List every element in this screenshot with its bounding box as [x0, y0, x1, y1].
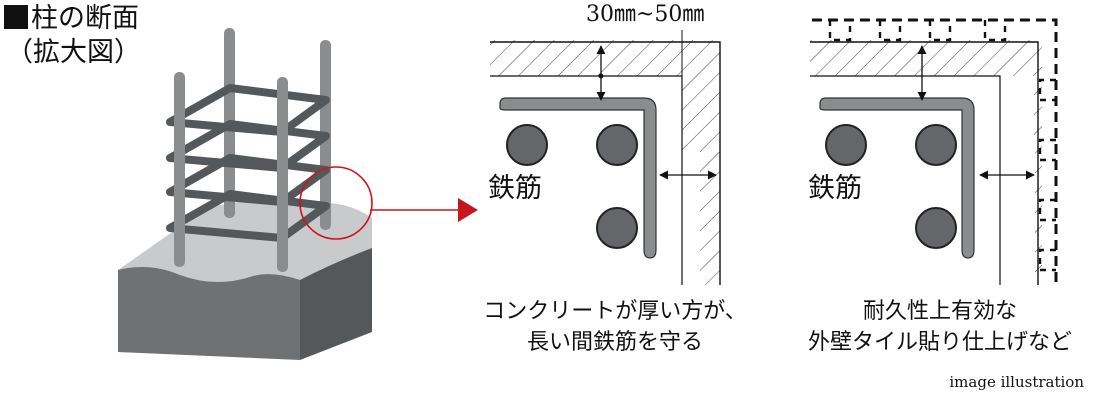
rebar-section	[506, 124, 638, 249]
rebar-vertical	[277, 77, 288, 272]
rebar-ties	[166, 84, 330, 242]
rebar-tie	[166, 120, 330, 172]
footer-note: image illustration	[949, 373, 1084, 391]
rebar-vertical	[174, 72, 185, 267]
caption-left-line1: コンクリートが厚い方が、	[483, 299, 747, 324]
callout-arrow-head	[458, 198, 478, 222]
rebar-bent	[499, 97, 657, 259]
concrete-base-front	[118, 266, 300, 360]
rebar-bent	[819, 97, 975, 259]
detail-left	[490, 30, 721, 285]
caption-right: 耐久性上有効な 外壁タイル貼り仕上げなど	[790, 296, 1090, 358]
caption-right-line1: 耐久性上有効な	[862, 299, 1017, 324]
rebar-tie	[166, 190, 330, 242]
diagram-title: 柱の断面 （拡大図）	[4, 2, 141, 70]
tile-finish	[812, 18, 1058, 285]
rebar-label-left: 鉄筋	[488, 173, 542, 204]
square-bullet-icon	[4, 5, 28, 29]
rebar-label-right: 鉄筋	[808, 173, 862, 204]
detail-right	[810, 18, 1058, 285]
callout-circle	[299, 166, 373, 240]
column-3d-illustration	[118, 28, 478, 360]
title-line1: 柱の断面	[31, 3, 139, 34]
caption-left: コンクリートが厚い方が、 長い間鉄筋を守る	[470, 296, 760, 358]
cover-thickness-label: 30㎜~50㎜	[586, 2, 705, 27]
title-line2: （拡大図）	[6, 37, 141, 68]
caption-right-line2: 外壁タイル貼り仕上げなど	[807, 330, 1072, 355]
concrete-base-side	[300, 248, 372, 360]
caption-left-line2: 長い間鉄筋を守る	[526, 330, 703, 355]
rebar-section	[825, 124, 957, 249]
